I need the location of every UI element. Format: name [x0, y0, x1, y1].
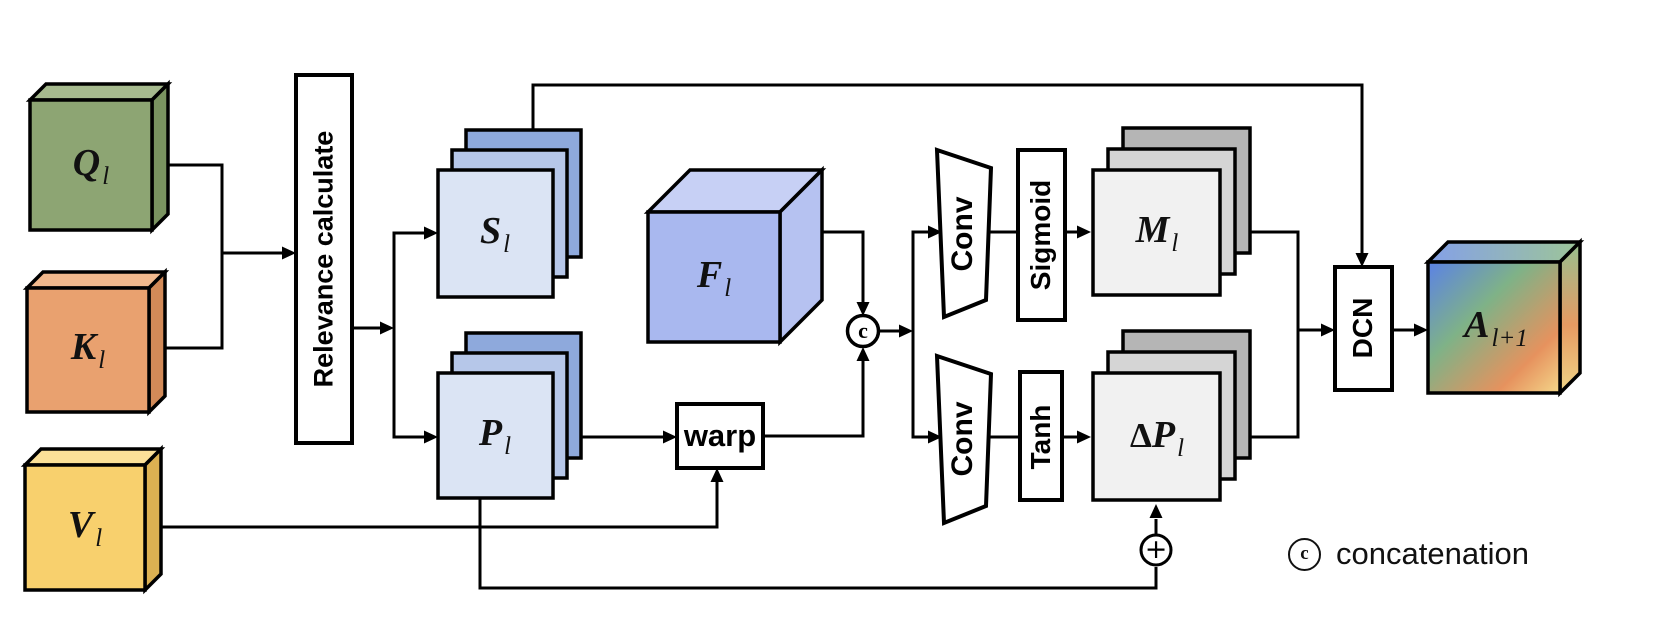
v-cube-side	[143, 444, 163, 595]
concat-circle	[845, 313, 881, 349]
k-cube-front	[25, 286, 151, 414]
connector-v-to-warp	[159, 480, 719, 529]
arrow-into-dcn	[1321, 323, 1335, 337]
arrow-into-conv-top	[928, 225, 942, 239]
warp-label: warp	[683, 418, 757, 453]
q-cube-front	[28, 98, 154, 232]
conv-bottom-label: Conv	[946, 401, 979, 477]
delta-p-label: ΔPl	[1129, 414, 1185, 462]
connector-warp-to-concat	[763, 361, 865, 438]
a-cube-side	[1558, 237, 1582, 398]
s-label: Sl	[479, 210, 511, 258]
k-cube-top	[22, 270, 170, 290]
m-label: Ml	[1135, 209, 1179, 257]
a-cube	[1423, 237, 1585, 398]
q-cube-side	[150, 79, 170, 235]
legend: c concatenation	[1288, 536, 1529, 572]
dcn-label: DCN	[1347, 297, 1378, 359]
dcn-box	[1333, 265, 1394, 392]
arrow-into-warp	[663, 430, 677, 444]
relevance-label: Relevance calculate	[308, 130, 339, 388]
dp-stack-front	[1091, 371, 1222, 502]
arrowheads	[282, 225, 1428, 518]
tanh-label: Tanh	[1025, 404, 1056, 470]
arrow-into-dp	[1077, 430, 1091, 444]
arrow-into-a	[1414, 323, 1428, 337]
sigmoid-label: Sigmoid	[1025, 179, 1056, 291]
a-cube-top	[1423, 240, 1585, 264]
conv-top-label: Conv	[946, 196, 979, 272]
p-script-label: Pl	[478, 412, 512, 460]
f-cube-front	[646, 210, 782, 344]
concat-symbol: c	[858, 318, 868, 343]
s-stack-front	[436, 168, 555, 299]
arrow-into-s	[424, 226, 438, 240]
conv-top-shape	[934, 147, 994, 320]
arrow-into-m	[1077, 225, 1091, 239]
arrow-add-into-dp	[1149, 504, 1163, 518]
legend-concat-icon: c	[1288, 537, 1321, 571]
arrow-into-conv-bottom	[928, 430, 942, 444]
arrow-into-relevance	[282, 246, 296, 260]
dp-stack	[1091, 329, 1252, 502]
f-label: Fl	[696, 254, 732, 302]
warp-box	[675, 402, 765, 470]
a-cube-front	[1426, 260, 1562, 395]
m-stack	[1091, 126, 1252, 297]
v-cube	[20, 444, 166, 595]
connector-split-s-p	[392, 231, 426, 439]
connector-qk-merge	[163, 163, 224, 350]
q-label: Ql	[72, 142, 110, 190]
connector-p-to-add	[478, 498, 1158, 590]
arrow-into-p	[424, 430, 438, 444]
a-output-label: Al+1	[1464, 304, 1528, 352]
k-cube	[22, 267, 170, 417]
arrow-warp-into-concat	[856, 347, 870, 361]
connector-s-to-dcn-top	[531, 83, 1364, 255]
conv-bottom-shape	[934, 353, 994, 526]
p-stack	[436, 331, 583, 500]
q-cube-top	[25, 82, 173, 102]
v-label: Vl	[67, 504, 103, 552]
m-stack-front	[1091, 168, 1222, 297]
add-symbol: +	[1144, 533, 1168, 565]
arrow-concat-junction	[899, 324, 913, 338]
q-cube	[25, 79, 173, 235]
sigmoid-box	[1016, 148, 1067, 322]
f-cube	[643, 165, 827, 347]
s-stack	[436, 128, 583, 299]
connector-m-dp-merge	[1216, 230, 1300, 439]
relevance-box	[294, 73, 354, 445]
add-circle	[1139, 533, 1173, 567]
arrow-v-into-warp	[710, 468, 724, 482]
v-cube-front	[23, 463, 147, 592]
connector-f-to-concat	[820, 230, 865, 303]
arrow-top-into-dcn	[1355, 253, 1369, 267]
v-cube-top	[20, 447, 166, 467]
tanh-box	[1018, 370, 1064, 502]
k-label: Kl	[70, 326, 106, 374]
legend-text: concatenation	[1336, 536, 1530, 571]
connector-split-convs	[911, 230, 929, 439]
p-stack-front	[436, 371, 555, 500]
arrow-f-into-concat	[856, 302, 870, 316]
k-cube-side	[147, 267, 167, 417]
arrow-relevance-junction	[380, 321, 394, 335]
